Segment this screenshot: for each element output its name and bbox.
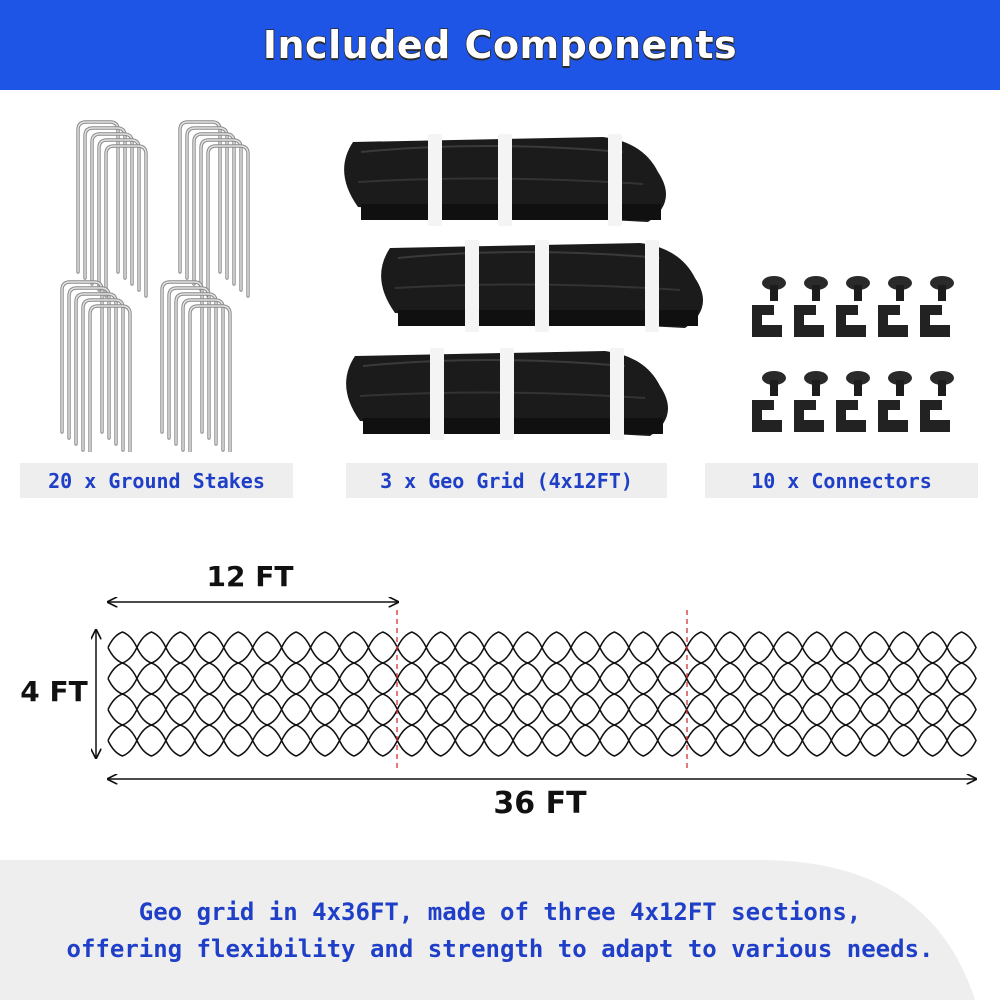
header-bar: Included Components: [0, 0, 1000, 90]
section-length-label: 12 FT: [206, 560, 294, 593]
footer-line-1: Geo grid in 4x36FT, made of three 4x12FT…: [138, 898, 862, 926]
connectors-label: 10 x Connectors: [705, 463, 978, 498]
page-title: Included Components: [262, 22, 738, 68]
footer-background: [0, 860, 975, 1000]
geo-grid-rolls-image: [344, 134, 703, 440]
footer-line-2: offering flexibility and strength to ada…: [66, 935, 934, 963]
geo-grid-label: 3 x Geo Grid (4x12FT): [346, 463, 667, 498]
height-label: 4 FT: [20, 675, 88, 708]
ground-stakes-image: [60, 120, 250, 452]
geo-grid-mesh: [107, 631, 977, 757]
grid-dimension-diagram: [0, 590, 1000, 795]
connectors-image: [752, 276, 954, 432]
total-length-label: 36 FT: [493, 786, 587, 821]
footer-description: Geo grid in 4x36FT, made of three 4x12FT…: [0, 894, 1000, 968]
ground-stakes-label: 20 x Ground Stakes: [20, 463, 293, 498]
